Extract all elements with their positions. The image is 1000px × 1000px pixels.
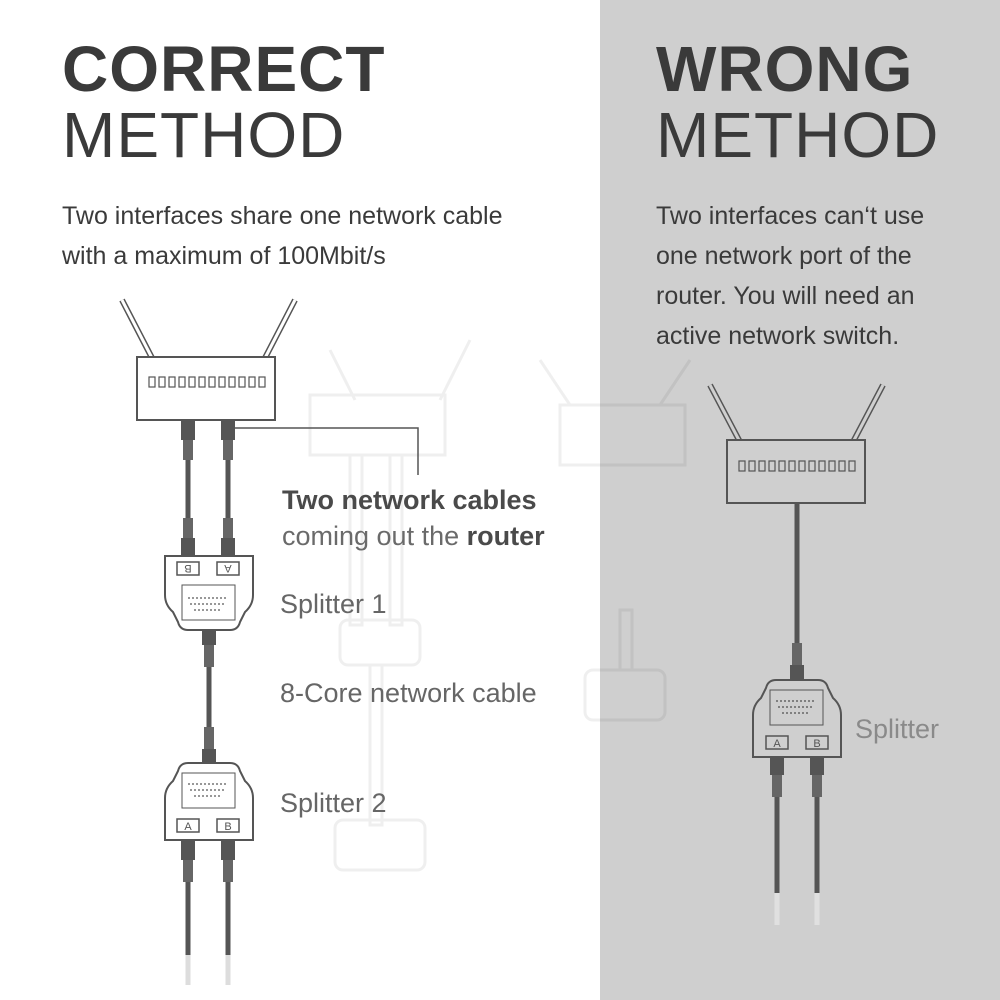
splitter-right bbox=[752, 679, 842, 758]
splitter-right-label: Splitter bbox=[855, 714, 940, 744]
splitter1-label: Splitter 1 bbox=[280, 589, 387, 619]
output-cables-left bbox=[181, 840, 235, 985]
splitter-2 bbox=[164, 762, 254, 841]
router-left bbox=[119, 298, 298, 421]
correct-panel bbox=[0, 0, 600, 1000]
router-cables bbox=[181, 420, 235, 556]
wrong-description: Two interfaces can‘t use one network por… bbox=[656, 196, 924, 356]
router-callout: Two network cables coming out the router bbox=[282, 482, 545, 554]
wrong-title-light: METHOD bbox=[656, 99, 940, 171]
callout-bold-1: Two network cables bbox=[282, 485, 537, 515]
splitter1-port-b-label: B bbox=[184, 562, 191, 574]
correct-description-line1: Two interfaces share one network cable bbox=[62, 202, 503, 230]
eight-core-cable bbox=[202, 630, 216, 765]
output-cables-right bbox=[770, 757, 824, 925]
splitter2-label: Splitter 2 bbox=[280, 788, 387, 818]
correct-description: Two interfaces share one network cable w… bbox=[62, 196, 503, 276]
callout-text-2: coming out the bbox=[282, 521, 460, 551]
wrong-title-bold: WRONG bbox=[656, 33, 914, 105]
correct-title-light: METHOD bbox=[62, 99, 346, 171]
splitter-right-port-b-label: B bbox=[813, 738, 820, 750]
router-right-ports bbox=[738, 460, 856, 472]
wrong-description-line2: one network port of the bbox=[656, 242, 912, 270]
router-left-ports bbox=[148, 376, 266, 388]
wrong-description-line1: Two interfaces can‘t use bbox=[656, 202, 925, 230]
single-cable-right bbox=[790, 503, 804, 681]
callout-leader-line bbox=[235, 427, 419, 475]
splitter2-port-a-label: A bbox=[184, 821, 192, 833]
wrong-description-line3: router. You will need an bbox=[656, 282, 915, 310]
router-right bbox=[707, 383, 886, 504]
splitter-1 bbox=[164, 555, 254, 631]
callout-bold-2: router bbox=[466, 521, 545, 551]
cable-label: 8-Core network cable bbox=[280, 678, 537, 708]
splitter-right-port-a-label: A bbox=[773, 738, 781, 750]
wrong-description-line4: active network switch. bbox=[656, 322, 900, 350]
correct-description-line2: with a maximum of 100Mbit/s bbox=[62, 242, 386, 270]
splitter2-port-b-label: B bbox=[224, 821, 231, 833]
splitter1-port-a-label: A bbox=[224, 562, 232, 574]
correct-title-bold: CORRECT bbox=[62, 33, 386, 105]
